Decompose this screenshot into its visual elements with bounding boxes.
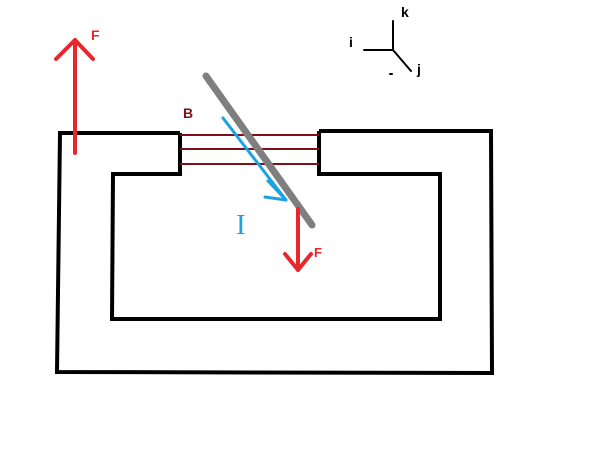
axis-j-label: j <box>416 61 421 77</box>
force-arrow-up <box>54 38 95 155</box>
magnet-frame-inner <box>109 131 442 321</box>
axis-i-label: i <box>349 34 353 50</box>
axis-k-label: k <box>401 4 409 20</box>
force-label-bottom: F <box>314 245 322 260</box>
current-label: I <box>236 209 246 241</box>
axis-j <box>392 49 412 72</box>
conducting-rod <box>202 72 316 229</box>
coordinate-axes <box>363 20 412 75</box>
force-label-top: F <box>91 27 100 43</box>
force-arrow-down <box>283 207 313 272</box>
field-label: B <box>183 105 193 121</box>
current-arrow <box>221 116 288 202</box>
magnet-frame-outer <box>54 129 495 376</box>
